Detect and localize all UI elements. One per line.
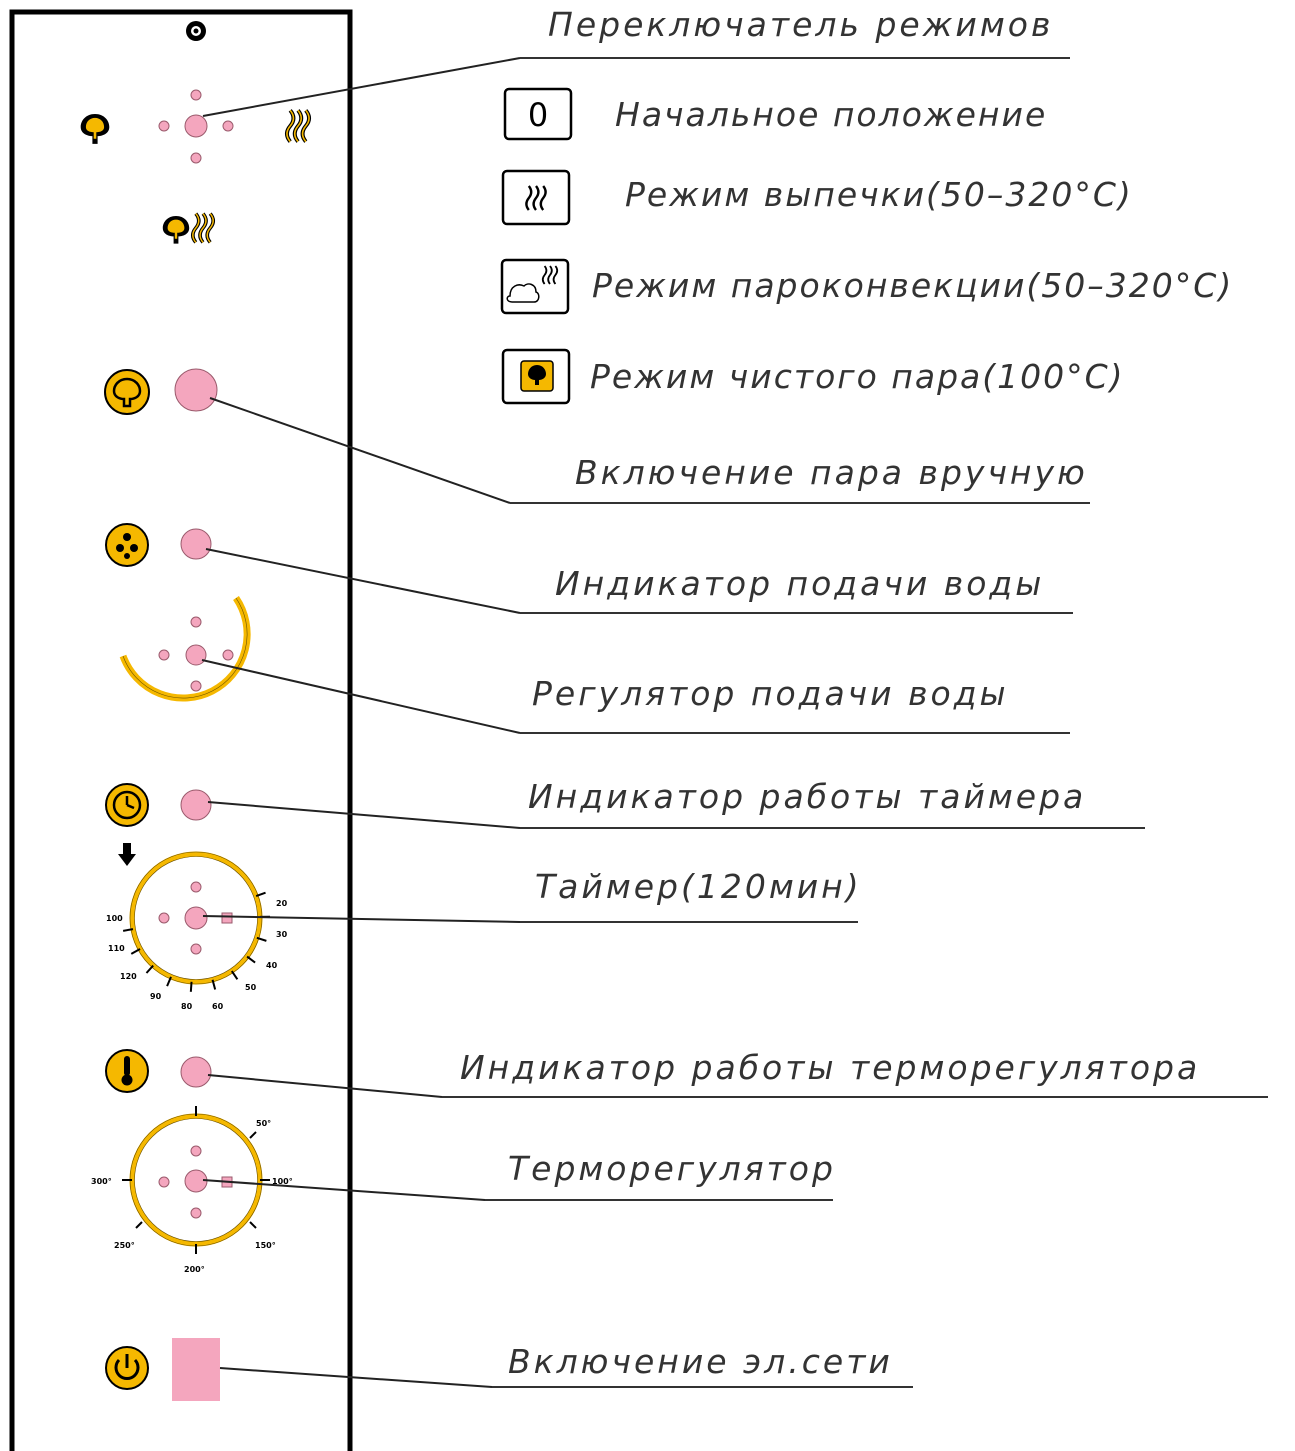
thermostat-tick-label: 300° [91, 1177, 112, 1186]
legend-label: Режим выпечки(50–320°С) [625, 175, 1133, 214]
mode-switch-title: Переключатель режимов [548, 5, 1053, 44]
thermostat-tick-label: 150° [255, 1241, 276, 1250]
thermostat-label: Терморегулятор [508, 1149, 836, 1188]
timer-knob[interactable] [158, 881, 233, 955]
legend-label: Режим пароконвекции(50–320°С) [592, 266, 1233, 305]
thermostat-tick-label: 50° [256, 1119, 271, 1128]
timer-tick-label: 50 [245, 983, 257, 992]
baking-mode-icon [285, 109, 311, 143]
thermostat-dial-tick-labels: 50° 100° 150° 200° 250° 300° [91, 1119, 293, 1274]
timer-tick-mark [166, 976, 172, 987]
panel-screw-icon [186, 21, 206, 41]
zero-position-icon [503, 87, 573, 141]
legend-item-baking: Режим выпечки(50–320°С) [501, 169, 1133, 226]
leader-lines [201, 57, 1268, 1388]
water-drops-icon [105, 523, 149, 567]
pure-steam-mode-icon [80, 114, 110, 144]
timer-tick-label: 30 [276, 930, 288, 939]
timer-tick-label: 40 [266, 961, 278, 970]
legend-item-pure-steam: Режим чистого пара(100°С) [501, 348, 1125, 405]
manual-steam-icon [104, 369, 150, 415]
thermostat-indicator [180, 1056, 212, 1088]
timer-dial-tick-marks [122, 891, 271, 992]
legend-label: Начальное положение [615, 95, 1047, 134]
thermostat-indicator-label: Индикатор работы терморегулятора [460, 1048, 1200, 1087]
thermometer-icon [105, 1049, 149, 1093]
steam-convection-mode-icon [162, 212, 215, 244]
manual-steam-label: Включение пара вручную [575, 453, 1088, 492]
legend-item-steam-convection: Режим пароконвекции(50–320°С) [500, 258, 1233, 315]
timer-tick-mark [130, 948, 141, 955]
mode-switch-knob[interactable] [158, 89, 234, 164]
clock-icon [105, 783, 149, 827]
timer-dial-tick-labels: 100 110 120 90 80 60 50 40 30 20 [106, 899, 288, 1011]
thermostat-tick-label: 100° [272, 1177, 293, 1186]
thermostat-tick-label: 200° [184, 1265, 205, 1274]
timer-pointer-icon [118, 843, 136, 866]
manual-steam-button[interactable] [174, 368, 218, 412]
legend-item-zero-position: 0 Начальное положение [503, 87, 1047, 141]
power-icon [105, 1346, 149, 1390]
timer-tick-mark [211, 979, 217, 990]
timer-tick-label: 90 [150, 992, 162, 1001]
timer-tick-mark [246, 955, 256, 964]
control-panel-frame [9, 9, 353, 1451]
water-indicator-label: Индикатор подачи воды [555, 564, 1044, 603]
timer-tick-mark [255, 891, 266, 898]
timer-tick-mark [145, 964, 154, 974]
timer-tick-label: 110 [108, 944, 125, 953]
timer-label: Таймер(120мин) [535, 867, 862, 906]
timer-indicator-label: Индикатор работы таймера [528, 777, 1086, 816]
timer-tick-label: 80 [181, 1002, 193, 1011]
water-supply-indicator [180, 528, 212, 560]
timer-tick-label: 120 [120, 972, 137, 981]
water-regulator-label: Регулятор подачи воды [532, 674, 1009, 713]
water-regulator-knob[interactable] [158, 616, 234, 692]
thermostat-tick-label: 250° [114, 1241, 135, 1250]
timer-tick-mark [122, 928, 134, 932]
timer-indicator [180, 789, 212, 821]
timer-tick-mark [256, 936, 267, 942]
zero-position-symbol: 0 [528, 96, 548, 134]
thermostat-dial-tick-marks [122, 1106, 270, 1254]
power-on-label: Включение эл.сети [508, 1342, 893, 1381]
timer-tick-mark [189, 981, 193, 992]
timer-tick-label: 20 [276, 899, 288, 908]
legend-label: Режим чистого пара(100°С) [590, 357, 1125, 396]
timer-tick-mark [230, 970, 239, 980]
timer-tick-label: 100 [106, 914, 123, 923]
timer-tick-label: 60 [212, 1002, 224, 1011]
power-switch[interactable] [172, 1338, 220, 1401]
